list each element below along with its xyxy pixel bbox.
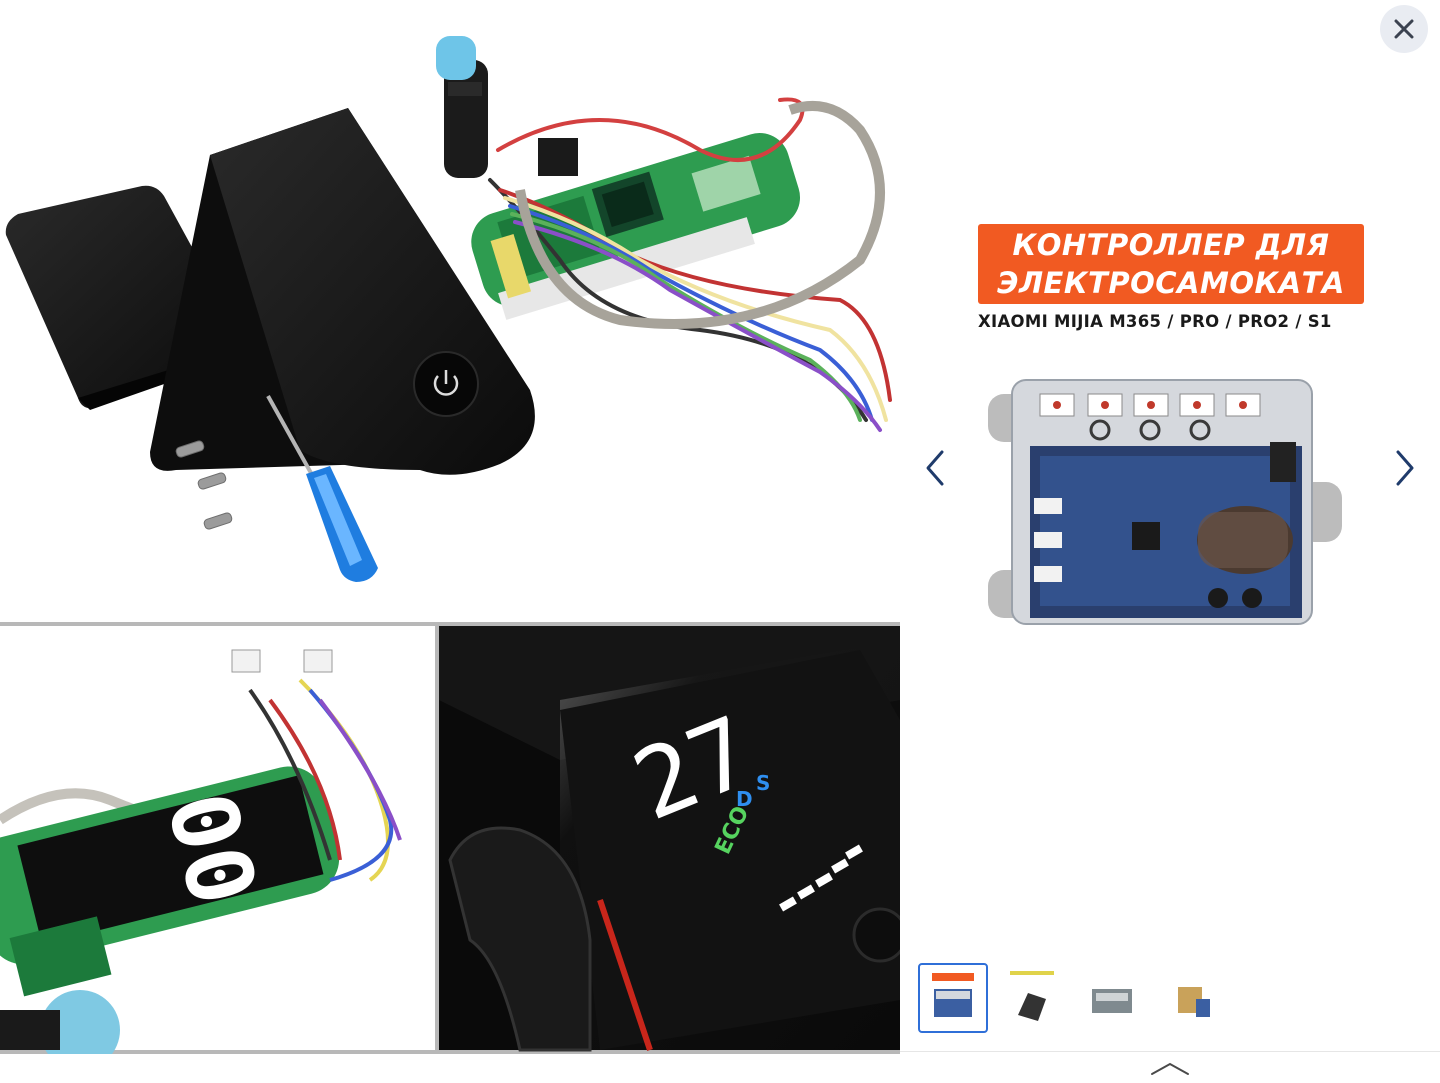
close-button[interactable] — [1380, 5, 1428, 53]
next-image-button[interactable] — [1385, 438, 1425, 498]
thumbnail-2[interactable] — [998, 963, 1066, 1031]
panel-divider — [900, 1051, 1440, 1052]
banner-line-2: ЭЛЕКТРОСАМОКАТА — [997, 266, 1345, 300]
close-icon — [1394, 19, 1414, 39]
product-banner: КОНТРОЛЛЕР ДЛЯ ЭЛЕКТРОСАМОКАТА — [978, 224, 1364, 304]
product-photo-collage: 00 27 ECO D S — [0, 36, 900, 1054]
compatible-models: XIAOMI MIJIA M365 / PRO / PRO2 / S1 — [978, 312, 1332, 331]
collapse-button[interactable] — [1148, 1060, 1192, 1078]
svg-text:D: D — [736, 787, 753, 811]
banner-line-1: КОНТРОЛЛЕР ДЛЯ — [1012, 228, 1330, 262]
board-display-digits: 00 — [150, 781, 281, 914]
display-board-image: 00 — [0, 626, 435, 1054]
scooter-display-image: 27 ECO D S — [439, 626, 900, 1052]
previous-image-button[interactable] — [915, 438, 955, 498]
thumbnail-1[interactable] — [918, 963, 988, 1033]
svg-text:S: S — [756, 771, 770, 795]
thumbnail-3[interactable] — [1078, 963, 1146, 1031]
chevron-up-icon — [1151, 1062, 1189, 1075]
controller-image — [980, 372, 1350, 632]
chevron-right-icon — [1396, 450, 1414, 486]
thumbnail-4[interactable] — [1158, 963, 1226, 1031]
dashboard-kit-image — [5, 36, 892, 582]
chevron-left-icon — [926, 450, 944, 486]
